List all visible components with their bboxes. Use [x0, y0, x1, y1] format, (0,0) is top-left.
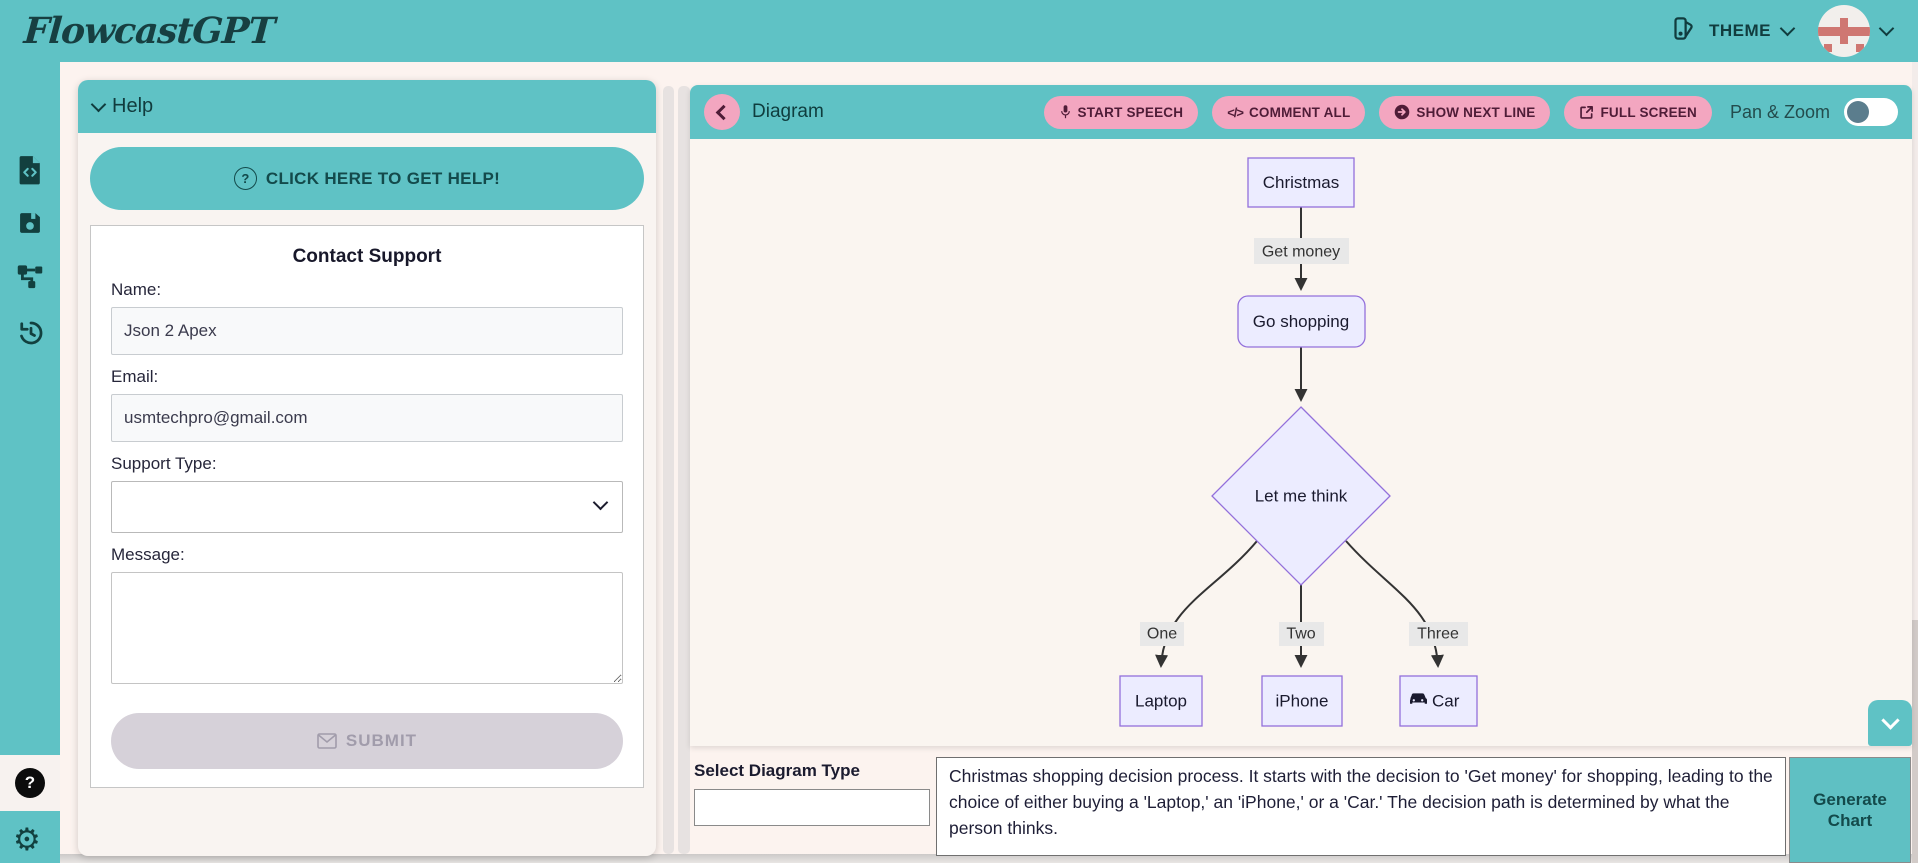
svg-text:Get money: Get money: [1262, 244, 1340, 261]
chevron-down-icon[interactable]: [1878, 20, 1895, 37]
svg-text:Christmas: Christmas: [1263, 173, 1340, 192]
app-logo[interactable]: FlowcastGPT: [22, 10, 276, 52]
toggle-knob: [1847, 101, 1869, 123]
svg-text:Laptop: Laptop: [1135, 692, 1187, 711]
theme-button[interactable]: THEME: [1709, 21, 1771, 40]
diagram-panel-header: Diagram START SPEECH </> COMMENT ALL SHO…: [690, 85, 1912, 139]
get-help-button[interactable]: CLICK HERE TO GET HELP!: [90, 147, 644, 210]
submit-button[interactable]: SUBMIT: [111, 713, 623, 769]
envelope-icon: [317, 733, 337, 749]
start-speech-button[interactable]: START SPEECH: [1043, 95, 1199, 129]
help-panel-scrollbar[interactable]: [663, 86, 674, 854]
comment-all-button[interactable]: </> COMMENT ALL: [1212, 95, 1366, 129]
chevron-down-icon: [90, 96, 107, 112]
diagram-type-input[interactable]: [694, 789, 930, 826]
svg-text:Two: Two: [1286, 626, 1315, 643]
svg-text:Go shopping: Go shopping: [1253, 312, 1349, 331]
theme-palette-icon: [1671, 15, 1698, 47]
full-screen-button[interactable]: FULL SCREEN: [1564, 95, 1712, 129]
flowchart-edge: [1155, 540, 1258, 668]
settings-gear-icon[interactable]: ⚙: [13, 822, 41, 857]
flowchart-node-let-me-think[interactable]: Let me think: [1211, 406, 1391, 586]
show-next-line-label: SHOW NEXT LINE: [1416, 104, 1536, 120]
svg-text:Car: Car: [1432, 692, 1460, 711]
name-label: Name:: [111, 280, 162, 299]
left-icon-rail: ⚙: [0, 62, 60, 863]
flowchart-node-christmas[interactable]: Christmas: [1247, 157, 1355, 208]
contact-support-form: Contact Support Name: Email: Support Typ…: [90, 225, 644, 788]
diagram-panel-title: Diagram: [752, 101, 824, 122]
page-scrollbar-thumb[interactable]: [1912, 620, 1918, 863]
email-label: Email:: [111, 367, 159, 386]
svg-text:One: One: [1147, 626, 1177, 643]
avatar-pattern: [1856, 44, 1864, 52]
chevron-down-icon: [1880, 710, 1900, 730]
generate-chart-button[interactable]: Generate Chart: [1789, 757, 1911, 863]
header-right-cluster: THEME: [1671, 5, 1895, 57]
support-type-select[interactable]: [111, 481, 623, 533]
svg-text:Let me think: Let me think: [1255, 487, 1348, 506]
help-shortcut-block[interactable]: [0, 755, 60, 811]
support-type-select-wrap: [111, 481, 623, 533]
app-header: FlowcastGPT THEME: [0, 0, 1918, 62]
comment-all-label: COMMENT ALL: [1248, 104, 1351, 120]
microphone-icon: [1060, 104, 1070, 118]
message-label: Message:: [111, 545, 185, 564]
avatar-pattern: [1824, 44, 1832, 52]
contact-form-title: Contact Support: [292, 246, 442, 267]
flowchart-node-laptop[interactable]: Laptop: [1119, 675, 1203, 727]
code-file-icon[interactable]: [16, 155, 44, 190]
collapse-bottom-panel-button[interactable]: [1868, 700, 1912, 746]
help-question-icon[interactable]: [15, 768, 45, 798]
full-screen-label: FULL SCREEN: [1600, 104, 1697, 120]
diagram-panel: Diagram START SPEECH </> COMMENT ALL SHO…: [690, 85, 1912, 746]
name-field[interactable]: [111, 307, 623, 355]
start-speech-label: START SPEECH: [1077, 104, 1184, 120]
flowchart-node-car[interactable]: Car: [1399, 675, 1478, 727]
avatar-pattern: [1818, 27, 1870, 36]
expand-icon: [1580, 105, 1594, 119]
avatar-pattern: [1840, 18, 1848, 27]
flowchart-edge-label-three: Three: [1409, 622, 1468, 646]
flowchart-node-go-shopping[interactable]: Go shopping: [1237, 295, 1366, 348]
flowchart-edge: [1345, 540, 1444, 668]
help-panel-body: CLICK HERE TO GET HELP! Contact Support …: [78, 133, 656, 802]
email-field[interactable]: [111, 394, 623, 442]
support-type-label: Support Type:: [111, 454, 217, 473]
flowchart-node-iphone[interactable]: iPhone: [1261, 675, 1343, 727]
message-field[interactable]: [111, 572, 623, 684]
user-avatar[interactable]: [1818, 5, 1870, 57]
help-panel-header[interactable]: Help: [78, 80, 656, 133]
diagram-description-input[interactable]: Christmas shopping decision process. It …: [936, 757, 1786, 856]
arrow-circle-right-icon: [1395, 104, 1410, 120]
pan-zoom-label: Pan & Zoom: [1729, 101, 1830, 122]
pan-zoom-toggle[interactable]: [1844, 98, 1898, 126]
help-panel-title: Help: [112, 95, 154, 117]
flowchart-icon[interactable]: [16, 264, 44, 295]
flowchart-canvas[interactable]: Get money One Two Three Christmas Go: [690, 139, 1912, 746]
back-button[interactable]: [704, 94, 740, 130]
svg-text:Three: Three: [1417, 626, 1459, 643]
page-scrollbar-track[interactable]: [1912, 62, 1918, 863]
flowchart-edge-label-two: Two: [1279, 622, 1324, 646]
submit-button-label: SUBMIT: [345, 731, 418, 750]
chevron-left-icon: [715, 104, 732, 120]
history-icon[interactable]: [16, 318, 46, 353]
flowchart-edge-label-get-money: Get money: [1254, 238, 1349, 264]
flowchart-edge-label-one: One: [1140, 622, 1184, 646]
get-help-button-label: CLICK HERE TO GET HELP!: [265, 168, 501, 188]
svg-text:iPhone: iPhone: [1276, 692, 1329, 711]
car-icon: [1410, 693, 1427, 704]
select-diagram-type-label: Select Diagram Type: [694, 761, 860, 780]
show-next-line-button[interactable]: SHOW NEXT LINE: [1379, 95, 1551, 129]
code-icon: </>: [1227, 104, 1244, 120]
save-icon[interactable]: [16, 209, 44, 242]
avatar-pattern: [1840, 36, 1848, 44]
panel-divider[interactable]: [678, 86, 690, 854]
question-circle-icon: [233, 167, 257, 190]
diagram-toolbar: START SPEECH </> COMMENT ALL SHOW NEXT L…: [1043, 95, 1898, 129]
horizontal-scrollbar[interactable]: [60, 854, 1918, 863]
help-panel: Help CLICK HERE TO GET HELP! Contact Sup…: [78, 80, 656, 856]
chevron-down-icon[interactable]: [1779, 20, 1796, 37]
